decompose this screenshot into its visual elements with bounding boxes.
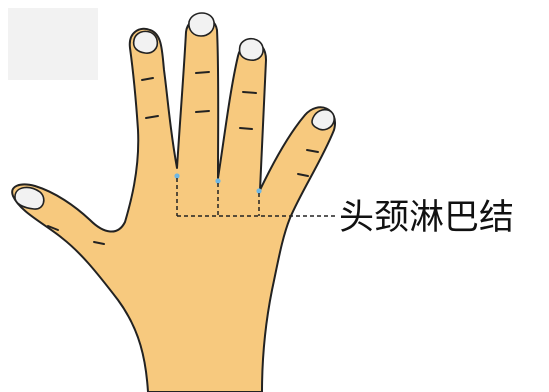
corner-patch <box>8 8 98 80</box>
reflex-point-3 <box>256 188 261 193</box>
reflex-point-1 <box>174 173 179 178</box>
index-nail-icon <box>134 31 158 53</box>
middle-nail-icon <box>189 13 214 36</box>
reflex-point-2 <box>215 178 220 183</box>
reflex-zone-label: 头颈淋巴结 <box>339 198 514 238</box>
ring-nail-icon <box>240 39 264 60</box>
